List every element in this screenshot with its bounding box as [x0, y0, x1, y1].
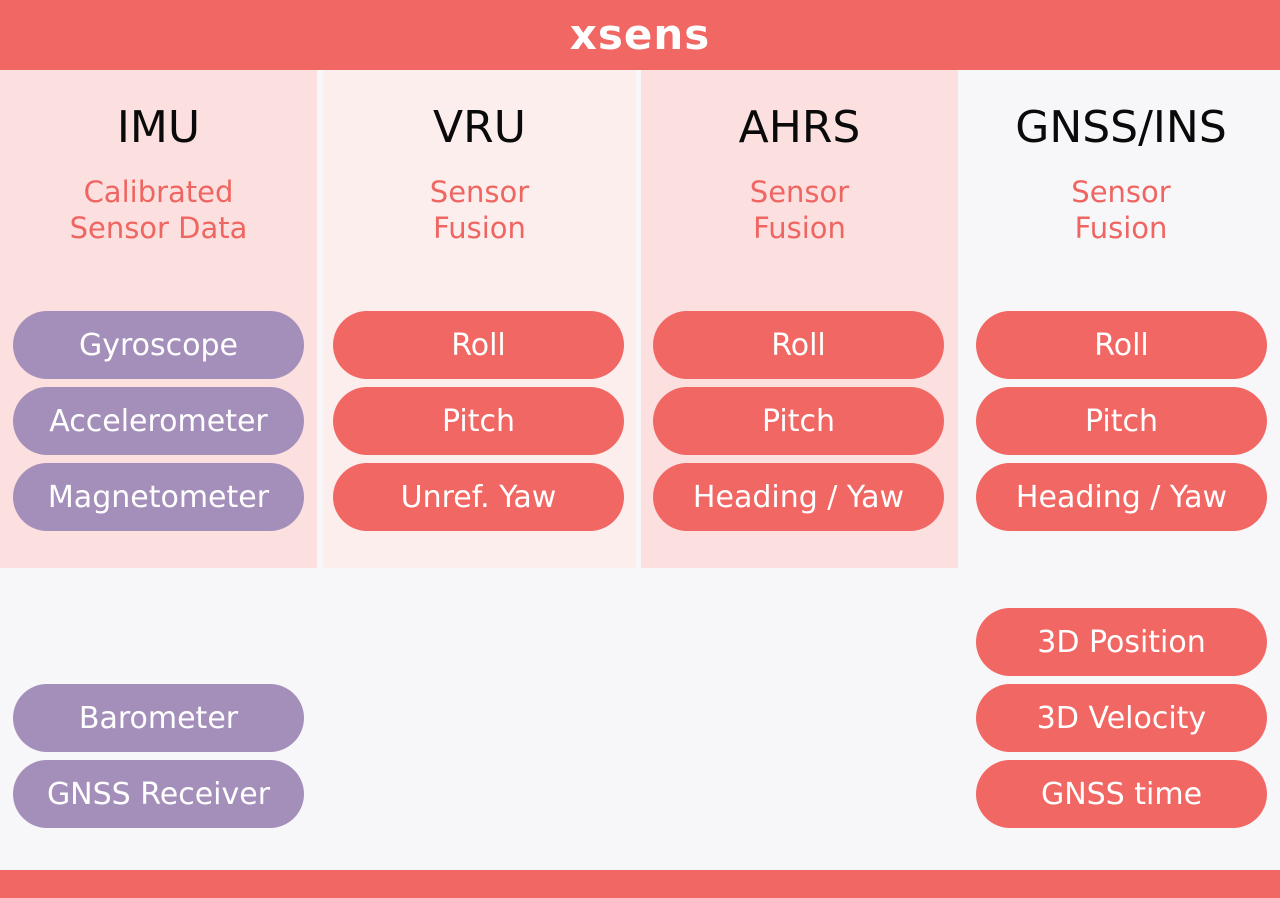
pill-gnss-heading-yaw: Heading / Yaw	[976, 463, 1267, 531]
pill-vru-roll: Roll	[333, 311, 624, 379]
pill-3d-velocity: 3D Velocity	[976, 684, 1267, 752]
column-subtitle-vru: Sensor Fusion	[429, 175, 530, 245]
column-title-gnss-ins: GNSS/INS	[1015, 102, 1227, 153]
pill-gnss-roll: Roll	[976, 311, 1267, 379]
pill-gyroscope: Gyroscope	[13, 311, 304, 379]
pill-ahrs-pitch: Pitch	[653, 387, 944, 455]
pill-magnetometer: Magnetometer	[13, 463, 304, 531]
column-title-ahrs: AHRS	[738, 102, 861, 153]
column-subtitle-ahrs: Sensor Fusion	[749, 175, 850, 245]
column-subtitle-imu: Calibrated Sensor Data	[69, 175, 248, 245]
pill-gnss-time: GNSS time	[976, 760, 1267, 828]
column-subtitle-gnss-ins: Sensor Fusion	[1071, 175, 1171, 245]
pill-3d-position: 3D Position	[976, 608, 1267, 676]
column-title-imu: IMU	[116, 102, 201, 153]
xsens-logo: xsens	[569, 10, 711, 59]
pill-vru-unref-yaw: Unref. Yaw	[333, 463, 624, 531]
pill-gnss-receiver: GNSS Receiver	[13, 760, 304, 828]
pill-ahrs-roll: Roll	[653, 311, 944, 379]
footer-bar	[0, 870, 1280, 898]
pill-ahrs-heading-yaw: Heading / Yaw	[653, 463, 944, 531]
column-title-vru: VRU	[433, 102, 526, 153]
header-bar: xsens	[0, 0, 1280, 70]
pill-vru-pitch: Pitch	[333, 387, 624, 455]
pill-gnss-pitch: Pitch	[976, 387, 1267, 455]
pill-accelerometer: Accelerometer	[13, 387, 304, 455]
pill-barometer: Barometer	[13, 684, 304, 752]
